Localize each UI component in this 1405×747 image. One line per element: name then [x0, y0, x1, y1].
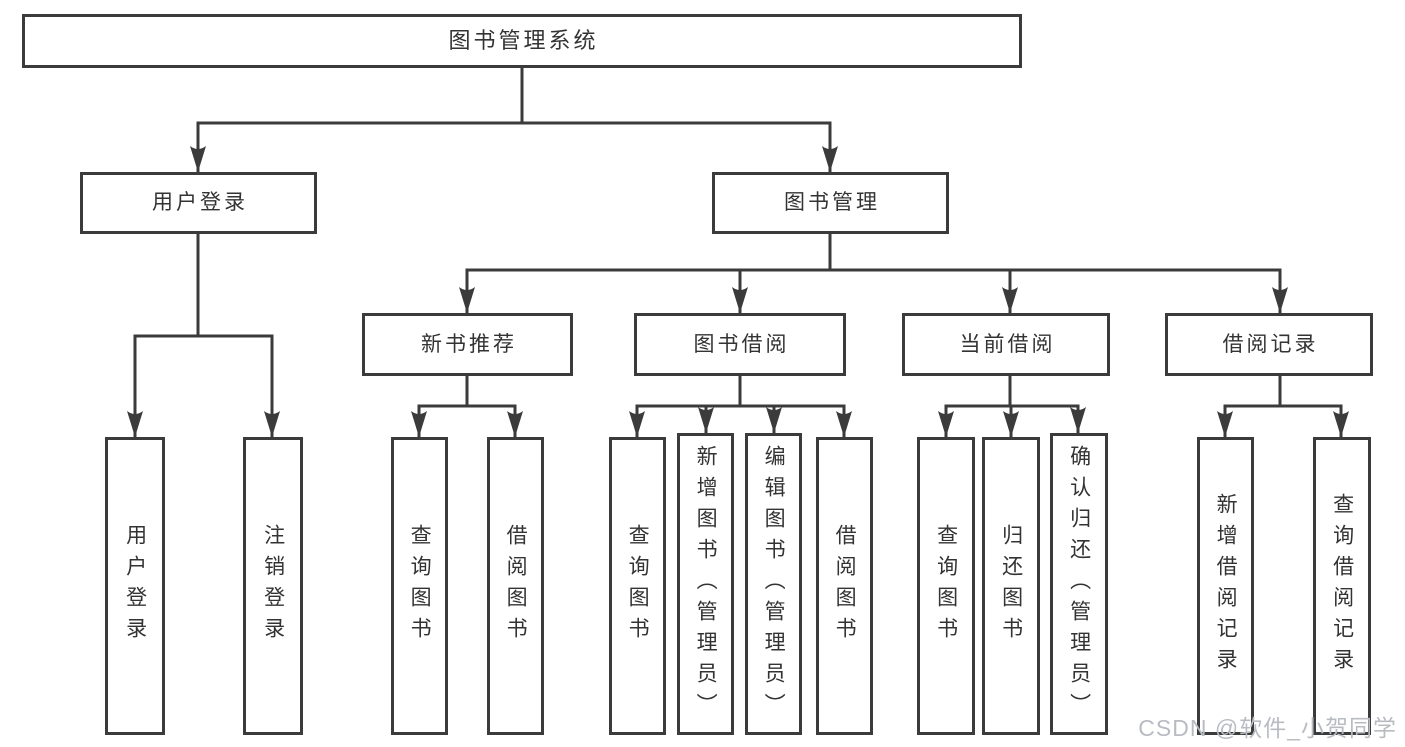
leaf-borrow-books-1: 借阅图书	[487, 437, 544, 735]
arrowhead	[1070, 407, 1086, 433]
node-book-management: 图书管理	[712, 172, 949, 234]
arrowhead	[1002, 287, 1018, 313]
leaf-logout: 注销登录	[243, 437, 303, 735]
node-new-book-recommendation: 新书推荐	[362, 313, 573, 376]
connector-userlogin-branch	[133, 334, 274, 437]
arrowhead	[264, 411, 280, 437]
connector-bookborrow-branch	[635, 404, 846, 437]
arrowhead	[629, 411, 645, 437]
leaf-query-books-3: 查询图书	[917, 437, 975, 735]
node-borrowing-records: 借阅记录	[1165, 313, 1373, 376]
arrowhead	[698, 407, 714, 433]
connector-borrowrecord-branch	[1223, 404, 1343, 437]
arrowhead	[459, 287, 475, 313]
connector-bookmgmt-branch	[465, 268, 1282, 313]
arrowhead	[1003, 411, 1019, 437]
leaf-confirm-return-admin: 确认归还（管理员）	[1050, 433, 1108, 735]
csdn-watermark: CSDN @软件_小贺同学	[1138, 715, 1397, 741]
arrowhead	[1217, 411, 1233, 437]
arrowhead	[836, 411, 852, 437]
leaf-add-books-admin: 新增图书（管理员）	[677, 433, 734, 735]
leaf-query-borrow-record: 查询借阅记录	[1313, 437, 1371, 735]
connector-newbookrec-branch	[417, 404, 517, 437]
leaf-query-books-2: 查询图书	[609, 437, 666, 735]
arrowhead	[411, 411, 427, 437]
arrowhead	[1333, 411, 1349, 437]
leaf-query-books-1: 查询图书	[391, 437, 448, 735]
leaf-edit-books-admin: 编辑图书（管理员）	[745, 433, 802, 735]
node-current-borrowing: 当前借阅	[902, 313, 1110, 376]
leaf-return-books: 归还图书	[982, 437, 1040, 735]
arrowhead	[938, 411, 954, 437]
leaf-borrow-books-2: 借阅图书	[816, 437, 873, 735]
arrowhead	[732, 287, 748, 313]
arrowhead	[1272, 287, 1288, 313]
arrowhead	[766, 407, 782, 433]
arrowhead	[507, 411, 523, 437]
arrowhead	[822, 146, 838, 172]
node-book-borrowing: 图书借阅	[634, 313, 846, 376]
node-library-management-system: 图书管理系统	[22, 14, 1022, 68]
leaf-user-login: 用户登录	[105, 437, 165, 735]
node-user-login: 用户登录	[80, 172, 317, 234]
arrowhead	[127, 411, 143, 437]
arrowhead	[190, 146, 206, 172]
connector-root-branch	[196, 121, 832, 172]
leaf-add-borrow-record: 新增借阅记录	[1197, 437, 1254, 735]
